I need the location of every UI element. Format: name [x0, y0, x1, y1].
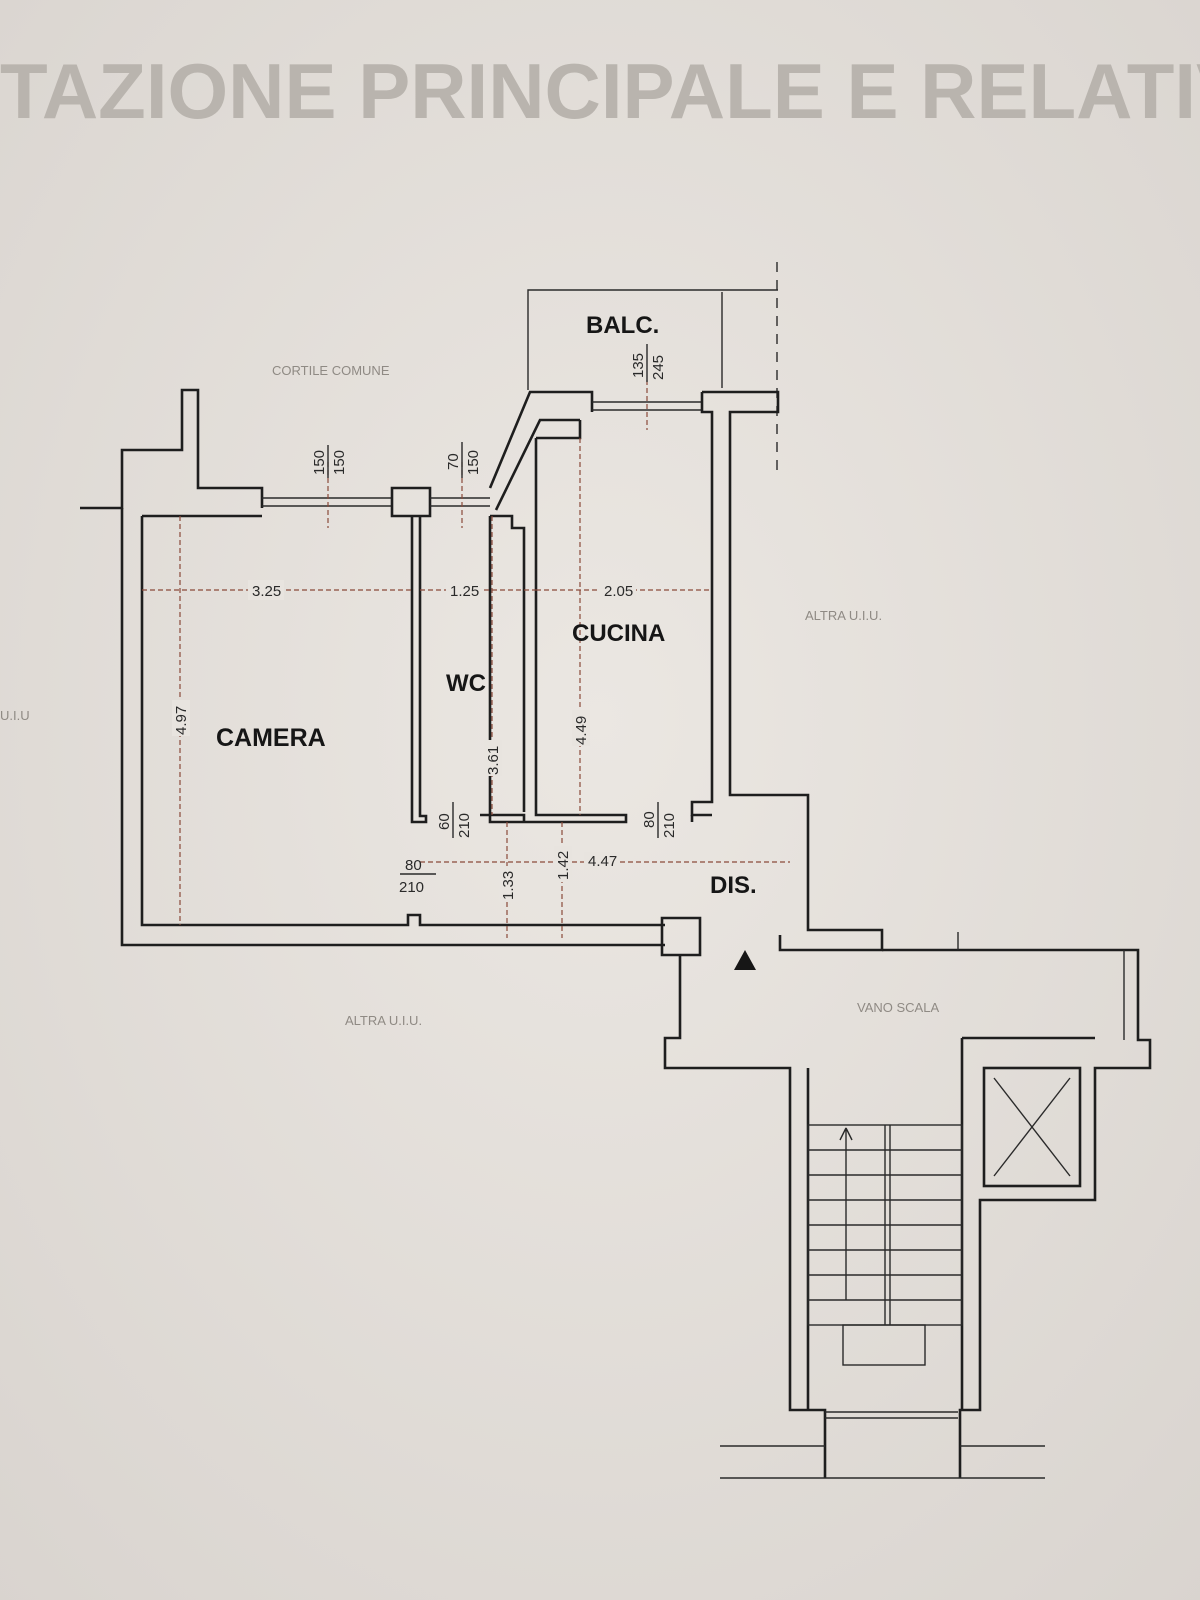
- opening-window-wc: 70 150: [445, 442, 482, 478]
- label-altra-ui-left: U.I.U: [0, 708, 30, 723]
- dim-dis-depth-b: 1.42: [555, 851, 572, 880]
- label-altra-ui-right: ALTRA U.I.U.: [805, 608, 882, 623]
- svg-text:210: 210: [456, 813, 473, 838]
- dim-dis-length: 4.47: [588, 853, 617, 870]
- opening-door-wc: 60 210: [436, 802, 473, 838]
- svg-text:150: 150: [465, 450, 482, 475]
- room-cucina-label: CUCINA: [572, 620, 665, 647]
- room-wc-label: WC: [446, 670, 486, 697]
- apartment-walls: [80, 388, 884, 957]
- dim-camera-depth: 4.97: [173, 706, 190, 735]
- opening-door-cucina: 80 210: [641, 802, 678, 838]
- dim-cucina-depth: 4.49: [573, 716, 590, 745]
- svg-text:80: 80: [641, 811, 658, 828]
- label-altra-ui-bottom: ALTRA U.I.U.: [345, 1013, 422, 1028]
- dim-camera-width: 3.25: [252, 583, 281, 600]
- balcony: [527, 262, 778, 470]
- opening-door-camera: 80 210: [399, 857, 436, 896]
- header-text: TAZIONE PRINCIPALE E RELATIV: [0, 47, 1200, 135]
- svg-text:245: 245: [650, 355, 667, 380]
- room-balcony-label: BALC.: [586, 312, 659, 339]
- svg-text:150: 150: [331, 450, 348, 475]
- dim-cucina-width: 2.05: [604, 583, 633, 600]
- svg-text:135: 135: [630, 353, 647, 378]
- dim-dis-depth-a: 1.33: [500, 871, 517, 900]
- svg-text:150: 150: [311, 450, 328, 475]
- stair-core: [663, 932, 1152, 1479]
- svg-text:70: 70: [445, 453, 462, 470]
- svg-text:60: 60: [436, 813, 453, 830]
- opening-window-balcony: 135 245: [630, 344, 667, 382]
- dim-wc-depth: 3.61: [485, 746, 502, 775]
- opening-window-camera: 150 150: [311, 445, 348, 478]
- label-vano-scala: VANO SCALA: [857, 1000, 939, 1015]
- svg-text:210: 210: [661, 813, 678, 838]
- dim-wc-width: 1.25: [450, 583, 479, 600]
- entry-arrow-icon: [734, 950, 756, 970]
- svg-text:80: 80: [405, 857, 422, 874]
- room-camera-label: CAMERA: [216, 724, 326, 752]
- label-cortile: CORTILE COMUNE: [272, 363, 390, 378]
- svg-text:210: 210: [399, 879, 424, 896]
- room-dis-label: DIS.: [710, 872, 757, 899]
